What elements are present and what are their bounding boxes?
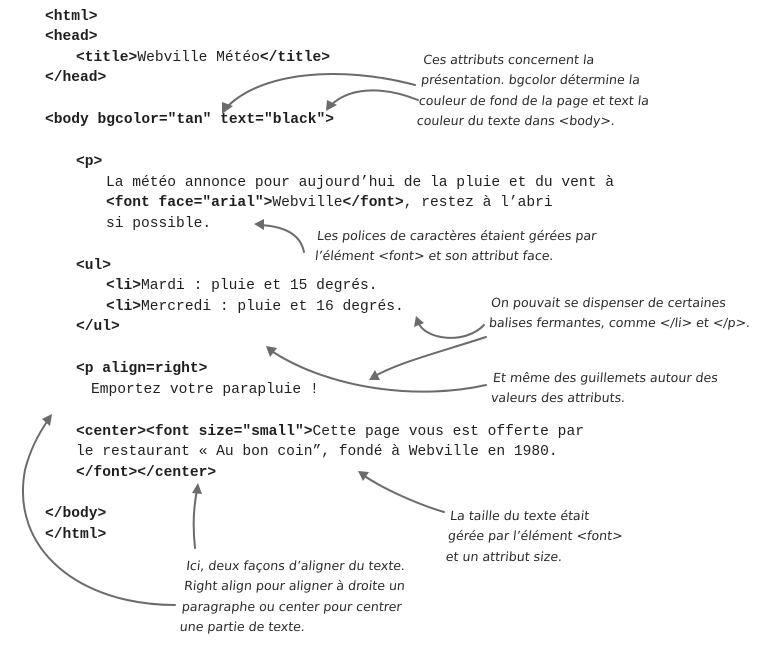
arrow-align-right	[22, 414, 176, 606]
arrow-font-face	[254, 219, 305, 253]
code-tag: </body>	[45, 506, 107, 522]
code-tag: </ul>	[76, 319, 120, 335]
code-line: le restaurant « Au bon coin”, fondé à We…	[76, 442, 558, 463]
code-tag: <head>	[45, 29, 98, 45]
code-text: Webville	[272, 195, 343, 211]
code-line: <body bgcolor="tan" text="black">	[45, 110, 334, 131]
code-tag: <center><font size="small">	[76, 424, 313, 440]
code-line: Emportez votre parapluie !	[91, 380, 319, 401]
code-line: </font></center>	[76, 463, 216, 484]
code-text: Emportez votre parapluie !	[91, 382, 319, 398]
code-line: <p>	[76, 152, 102, 173]
code-tag: <p>	[76, 154, 103, 170]
code-line: <html>	[45, 7, 98, 28]
code-text: Mercredi : pluie et 16 degrés.	[141, 299, 404, 315]
code-line: <p align=right>	[76, 359, 207, 380]
code-text: Mardi : pluie et 15 degrés.	[141, 278, 378, 294]
code-tag: <p align=right>	[76, 361, 208, 377]
code-line: <title>Webville Météo</title>	[76, 48, 330, 69]
code-tag: </html>	[45, 527, 107, 543]
arrow-bgcolor	[222, 73, 416, 114]
code-text: La météo annonce pour aujourd’hui de la …	[106, 175, 614, 191]
code-line: <head>	[45, 27, 98, 48]
code-text: si possible.	[106, 216, 212, 232]
code-tag: </font>	[342, 195, 404, 211]
code-line: <li>Mardi : pluie et 15 degrés.	[106, 276, 378, 297]
code-tag: </head>	[45, 70, 107, 86]
code-tag: <font face="arial">	[106, 195, 273, 211]
code-line: si possible.	[106, 214, 211, 235]
arrow-closing-tags	[414, 316, 485, 339]
arrow-text-attr	[326, 89, 419, 111]
code-line: </head>	[45, 68, 106, 89]
code-tag: <html>	[45, 9, 98, 25]
code-tag: </font></center>	[76, 465, 217, 481]
code-text: , restez à l’abri	[403, 195, 553, 211]
code-tag: </title>	[259, 50, 330, 66]
code-line: <center><font size="small">Cette page vo…	[76, 422, 584, 443]
code-tag: <body bgcolor="tan" text="black">	[45, 112, 335, 128]
code-text: Webville Météo	[137, 50, 260, 66]
code-line: </ul>	[76, 317, 120, 338]
code-tag: <title>	[76, 50, 138, 66]
code-line: <ul>	[76, 256, 111, 277]
code-tag: <ul>	[76, 258, 112, 274]
arrow-font-size	[358, 471, 445, 513]
arrow-optional-close	[369, 336, 487, 380]
code-line: </html>	[45, 525, 106, 546]
arrow-center	[192, 483, 202, 549]
code-tag: <li>	[106, 278, 142, 294]
code-tag: <li>	[106, 299, 142, 315]
code-line: <font face="arial">Webville</font>, rest…	[106, 193, 553, 214]
code-line: La météo annonce pour aujourd’hui de la …	[106, 173, 614, 194]
code-line: </body>	[45, 504, 106, 525]
code-text: le restaurant « Au bon coin”, fondé à We…	[76, 444, 558, 460]
html-code-listing: <html> <head> <title>Webville Météo</tit…	[0, 0, 614, 543]
code-line: <li>Mercredi : pluie et 16 degrés.	[106, 297, 404, 318]
code-text: Cette page vous est offerte par	[312, 424, 584, 440]
arrow-quotes	[266, 346, 487, 393]
